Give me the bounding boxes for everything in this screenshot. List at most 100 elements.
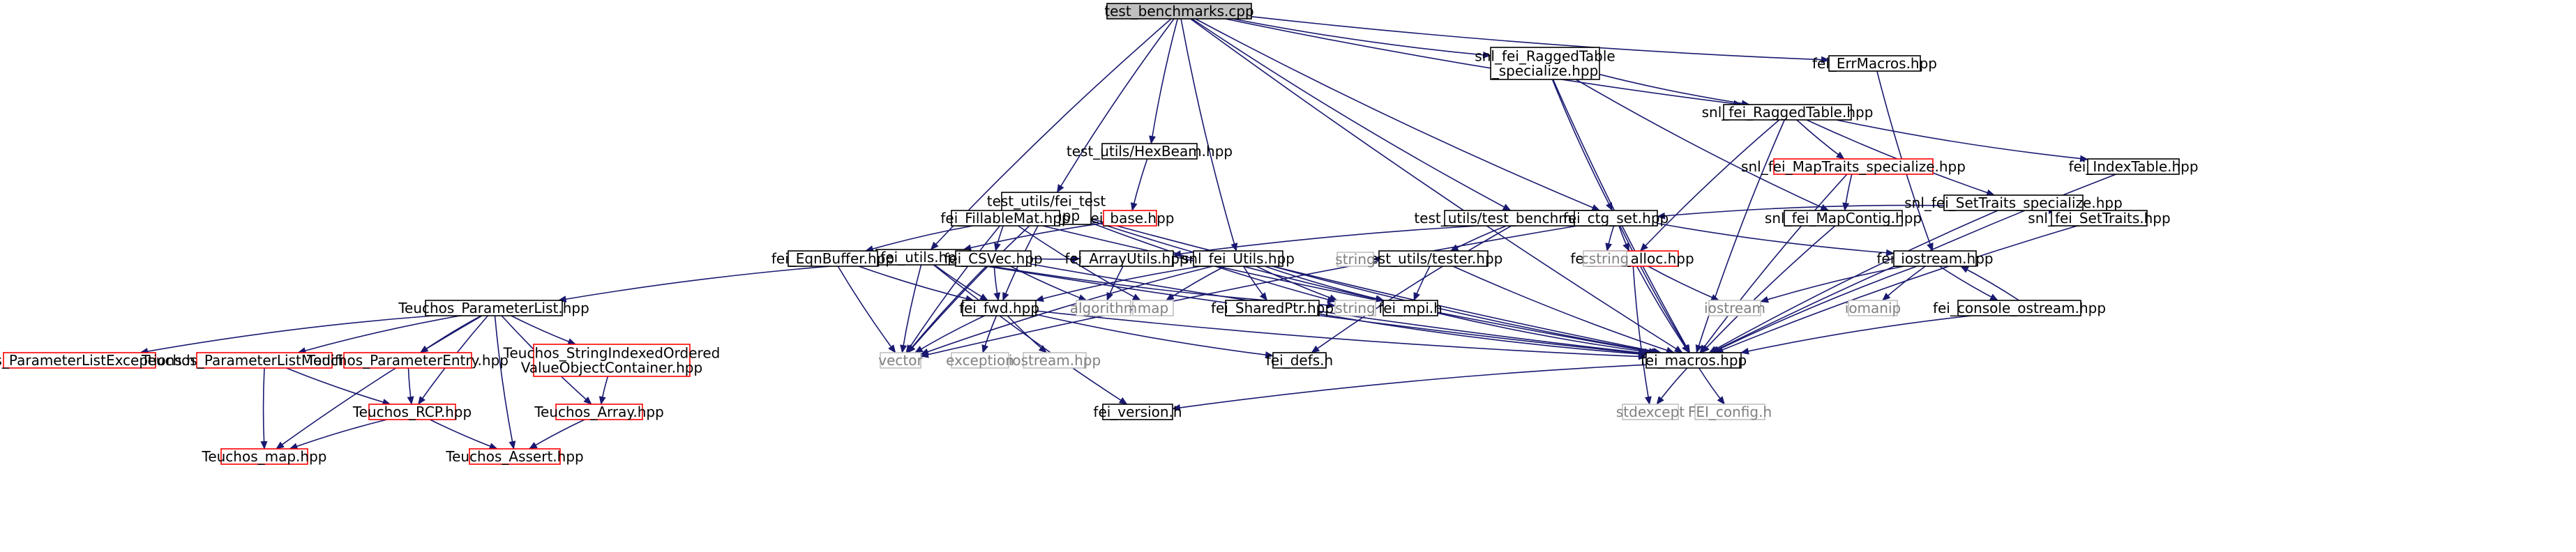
node-box (1193, 250, 1283, 267)
node-label: string (1335, 300, 1375, 316)
node-label: exception (946, 352, 1014, 369)
edge-param_mod-to-rcp (286, 367, 391, 406)
edge-snl_fei_utils-to-fei_macros (1272, 266, 1660, 355)
node-fillablemat[interactable]: fei_FillableMat.hpp (940, 210, 1070, 227)
node-box (1893, 250, 1977, 267)
edge-ctg_set-to-iostream_hpp (1657, 222, 1895, 256)
edge-ragged-to-maptraits_spec (1796, 119, 1845, 160)
node-box (880, 352, 921, 369)
node-hexbeam[interactable]: test_utils/HexBeam.hpp (1067, 143, 1233, 160)
node-box (533, 344, 691, 377)
node-label: snl_fei_SetTraits.hpp (2028, 210, 2170, 227)
edge-ctg_set-to-pool_alloc (1618, 225, 1630, 252)
node-map: map (1132, 300, 1174, 316)
node-console[interactable]: fei_console_ostream.hpp (1933, 300, 2106, 316)
node-assert[interactable]: Teuchos_Assert.hpp (445, 448, 583, 465)
node-csvec[interactable]: fei_CSVec.hpp (944, 250, 1042, 267)
node-settraits[interactable]: snl_fei_SetTraits.hpp (2028, 210, 2170, 227)
node-sharedptr[interactable]: fei_SharedPtr.hpp (1211, 300, 1334, 316)
edge-param_list-to-string_indexed (511, 315, 577, 345)
node-fei-base[interactable]: fei_base.hpp (1085, 210, 1174, 227)
node-fei-utils[interactable]: fei_utils.hpp (875, 249, 970, 266)
node-label: _specialize.hpp (1491, 63, 1599, 79)
edge-ragged-to-pool_alloc (1640, 119, 1780, 252)
node-box (1645, 352, 1742, 369)
node-tester[interactable]: test_utils/tester.hpp (1364, 250, 1503, 267)
node-ragged[interactable]: snl_fei_RaggedTable.hpp (1702, 104, 1874, 121)
edge-root-to-fei_test_utils (1056, 18, 1175, 193)
node-arrayutils[interactable]: fei_ArrayUtils.hpp (1064, 250, 1188, 267)
node-iostream-hpp[interactable]: fei_iostream.hpp (1876, 250, 1993, 267)
node-label: fei_EqnBuffer.hpp (771, 250, 894, 267)
edge-fillablemat-to-map (1018, 225, 1141, 301)
node-fei-version[interactable]: fei_version.h (1093, 404, 1182, 420)
edge-root-to-snl_fei_utils (1180, 18, 1238, 252)
node-param-exc[interactable]: Teuchos_ParameterListExceptions.hpp (0, 352, 213, 369)
node-label: fei_fwd.hpp (959, 300, 1039, 316)
node-box (196, 352, 333, 369)
edge-fei_utils-to-fei_fwd (934, 264, 988, 301)
node-label: snl_fei_MapContig.hpp (1765, 210, 1922, 227)
node-label: Teuchos_ParameterEntry.hpp (306, 352, 509, 369)
node-root[interactable]: test_benchmarks.cpp (1104, 3, 1253, 20)
edge-fei_fwd-to-exception (981, 315, 997, 353)
node-eqnbuffer[interactable]: fei_EqnBuffer.hpp (771, 250, 894, 267)
node-exception: exception (946, 352, 1014, 369)
node-box (1723, 104, 1852, 121)
node-label: algorithm (1070, 300, 1138, 316)
node-settraits-spec[interactable]: snl_fei_SetTraits_specialize.hpp (1904, 194, 2123, 211)
node-fei-macros[interactable]: fei_macros.hpp (1641, 352, 1747, 369)
node-snl-fei-utils[interactable]: snl_fei_Utils.hpp (1182, 250, 1295, 267)
edge-pool_alloc-to-fei_macros (1636, 266, 1690, 353)
edge-csvec-to-vector (907, 266, 987, 353)
node-box (1383, 300, 1438, 316)
edge-snl_fei_utils-to-fei_mpi (1265, 266, 1385, 302)
node-fei-fwd[interactable]: fei_fwd.hpp (959, 300, 1039, 316)
node-box (1773, 158, 1934, 175)
node-box (1957, 300, 2081, 316)
node-label: Teuchos_RCP.hpp (352, 404, 472, 420)
node-fei-mpi[interactable]: fei_mpi.h (1378, 300, 1443, 316)
node-box (1106, 3, 1252, 20)
node-string-indexed[interactable]: Teuchos_StringIndexedOrderedValueObjectC… (503, 344, 721, 377)
node-iostream: iostream (1704, 300, 1765, 316)
node-fei-config: FEI_config.h (1688, 404, 1772, 420)
node-label: iostream (1704, 300, 1765, 316)
node-indextable[interactable]: fei_IndexTable.hpp (2068, 158, 2198, 175)
node-label: stdexcept (1616, 404, 1685, 420)
node-maptraits-spec[interactable]: snl_fei_MapTraits_specialize.hpp (1741, 158, 1966, 175)
edge-console-to-iostream_hpp (1960, 266, 2019, 301)
edge-param_list-to-tmap (276, 315, 483, 450)
node-label: FEI_config.h (1688, 404, 1772, 420)
edge-snl_fei_utils-to-sharedptr (1242, 266, 1268, 301)
node-rcp[interactable]: Teuchos_RCP.hpp (352, 404, 472, 420)
node-iomanip: iomanip (1845, 300, 1901, 316)
node-label: Teuchos_ParameterListExceptions.hpp (0, 352, 213, 369)
node-rt-spec[interactable]: snl_fei_RaggedTable_specialize.hpp (1475, 47, 1615, 80)
node-ctg-set[interactable]: fei_ctg_set.hpp (1563, 210, 1669, 227)
node-param-entry[interactable]: Teuchos_ParameterEntry.hpp (306, 352, 509, 369)
node-box (1694, 404, 1765, 420)
edge-pool_alloc-to-iostream (1648, 266, 1720, 301)
node-param-list[interactable]: Teuchos_ParameterList.hpp (398, 300, 589, 316)
edge-ragged-to-settraits_spec (1806, 119, 1996, 197)
node-tmap[interactable]: Teuchos_map.hpp (202, 448, 327, 465)
edge-fei_test_utils-to-fei_macros (1090, 218, 1662, 355)
node-box (555, 404, 643, 420)
node-box (1101, 143, 1198, 160)
node-label: Teuchos_map.hpp (202, 448, 327, 465)
node-fei-defs[interactable]: fei_defs.h (1266, 352, 1333, 369)
edge-root-to-rt_spec (1233, 18, 1491, 59)
node-array[interactable]: Teuchos_Array.hpp (534, 404, 664, 420)
edge-sharedptr-to-fei_macros (1318, 313, 1647, 358)
node-mapcontig[interactable]: snl_fei_MapContig.hpp (1765, 210, 1922, 227)
edge-fei_utils-to-vector (900, 264, 922, 353)
node-label: fei_base.hpp (1085, 210, 1174, 227)
edge-fillablemat-to-vector (905, 225, 1001, 353)
node-box (2051, 210, 2148, 227)
node-errmacros[interactable]: fei_ErrMacros.hpp (1812, 55, 1937, 72)
node-string1: string (1334, 300, 1376, 316)
edge-mapcontig-to-fei_macros (1701, 225, 1836, 353)
node-label: cstring (1581, 250, 1629, 267)
